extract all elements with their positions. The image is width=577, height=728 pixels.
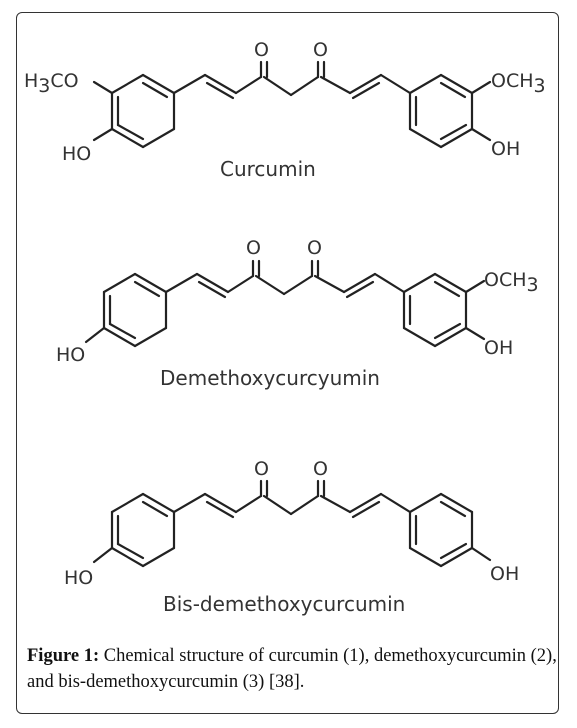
compound-name: Curcumin (220, 157, 316, 181)
carbonyl-oxygen-1: O (246, 237, 261, 259)
left-benzene-ring (102, 272, 168, 348)
carbonyl-oxygen-2: O (313, 39, 328, 61)
dienone-chain (164, 259, 406, 299)
structure-demethoxycurcumin: HO O O (56, 237, 539, 390)
left-benzene-ring (110, 73, 176, 149)
bond-methoxy-right (464, 279, 486, 294)
hydroxyl-label-right: OH (490, 563, 519, 585)
bond-hydroxyl-left (92, 127, 114, 142)
structure-curcumin: H3CO HO O O (24, 39, 546, 181)
caption-text: Chemical structure of curcumin (1), deme… (27, 646, 557, 692)
left-benzene-ring (110, 492, 176, 568)
carbonyl-oxygen-1: O (254, 39, 269, 61)
methoxy-label-right: OCH3 (491, 70, 546, 97)
right-benzene-ring (408, 492, 474, 568)
bond-hydroxyl-right (464, 326, 486, 341)
figure-frame (16, 12, 559, 714)
hydroxyl-label-left: HO (56, 344, 85, 366)
figure-caption: Figure 1: Chemical structure of curcumin… (27, 643, 557, 695)
methoxy-label-left: H3CO (24, 70, 79, 97)
bond-hydroxyl-left (92, 546, 114, 564)
compound-name: Bis-demethoxycurcumin (163, 592, 405, 616)
methoxy-label-right: OCH3 (484, 269, 539, 296)
right-benzene-ring (408, 73, 474, 149)
dienone-chain (172, 60, 412, 100)
carbonyl-oxygen-1: O (254, 458, 269, 480)
structure-bis-demethoxycurcumin: HO O O (64, 458, 519, 616)
hydroxyl-label-right: OH (491, 138, 520, 160)
bond-hydroxyl-left (84, 326, 106, 344)
compound-name: Demethoxycurcyumin (160, 366, 380, 390)
right-benzene-ring (402, 272, 468, 348)
caption-label: Figure 1: (27, 646, 100, 666)
bond-methoxy-right (470, 80, 492, 95)
hydroxyl-label-left: HO (64, 567, 93, 589)
bond-methoxy-left (92, 80, 114, 95)
hydroxyl-label-right: OH (484, 337, 513, 359)
carbonyl-oxygen-2: O (307, 237, 322, 259)
dienone-chain (172, 479, 412, 519)
bond-hydroxyl-right (470, 127, 492, 142)
hydroxyl-label-left: HO (62, 143, 91, 165)
carbonyl-oxygen-2: O (313, 458, 328, 480)
bond-hydroxyl-right (470, 546, 492, 562)
